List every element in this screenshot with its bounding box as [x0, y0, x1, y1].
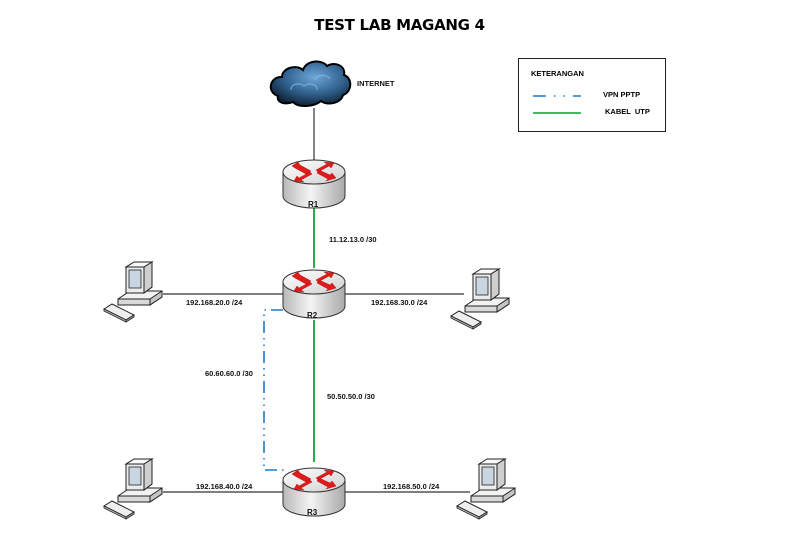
computer-r3-right[interactable] — [456, 458, 516, 520]
label-vpn-network: 60.60.60.0 /30 — [205, 369, 253, 378]
label-r2-r3-network: 50.50.50.0 /30 — [327, 392, 375, 401]
internet-label: INTERNET — [357, 79, 395, 88]
computer-r2-right[interactable] — [450, 268, 510, 330]
label-r2-lan-right: 192.168.30.0 /24 — [371, 298, 428, 307]
router-r1-label: R1 — [308, 200, 319, 209]
diagram-title: TEST LAB MAGANG 4 — [314, 16, 485, 34]
legend-swatches — [533, 95, 581, 114]
legend-utp-label: KABEL UTP — [605, 107, 650, 116]
label-r1-r2-network: 11.12.13.0 /30 — [329, 235, 377, 244]
router-r3-label: R3 — [307, 508, 318, 517]
computer-icon — [456, 458, 516, 520]
computer-icon — [103, 261, 163, 323]
label-r3-lan-right: 192.168.50.0 /24 — [383, 482, 440, 491]
computer-r2-left[interactable] — [103, 261, 163, 323]
internet-cloud-icon — [269, 60, 352, 107]
router-r2-label: R2 — [307, 311, 318, 320]
label-r2-lan-left: 192.168.20.0 /24 — [186, 298, 243, 307]
computer-r3-left[interactable] — [103, 458, 163, 520]
computer-icon — [103, 458, 163, 520]
label-r3-lan-left: 192.168.40.0 /24 — [196, 482, 253, 491]
legend-title: KETERANGAN — [531, 69, 584, 78]
computer-icon — [450, 268, 510, 330]
link-r2-r3-vpn — [263, 309, 285, 471]
legend-vpn-label: VPN PPTP — [603, 90, 641, 99]
legend-box: KETERANGAN VPN PPTP KABEL UTP — [518, 58, 666, 132]
